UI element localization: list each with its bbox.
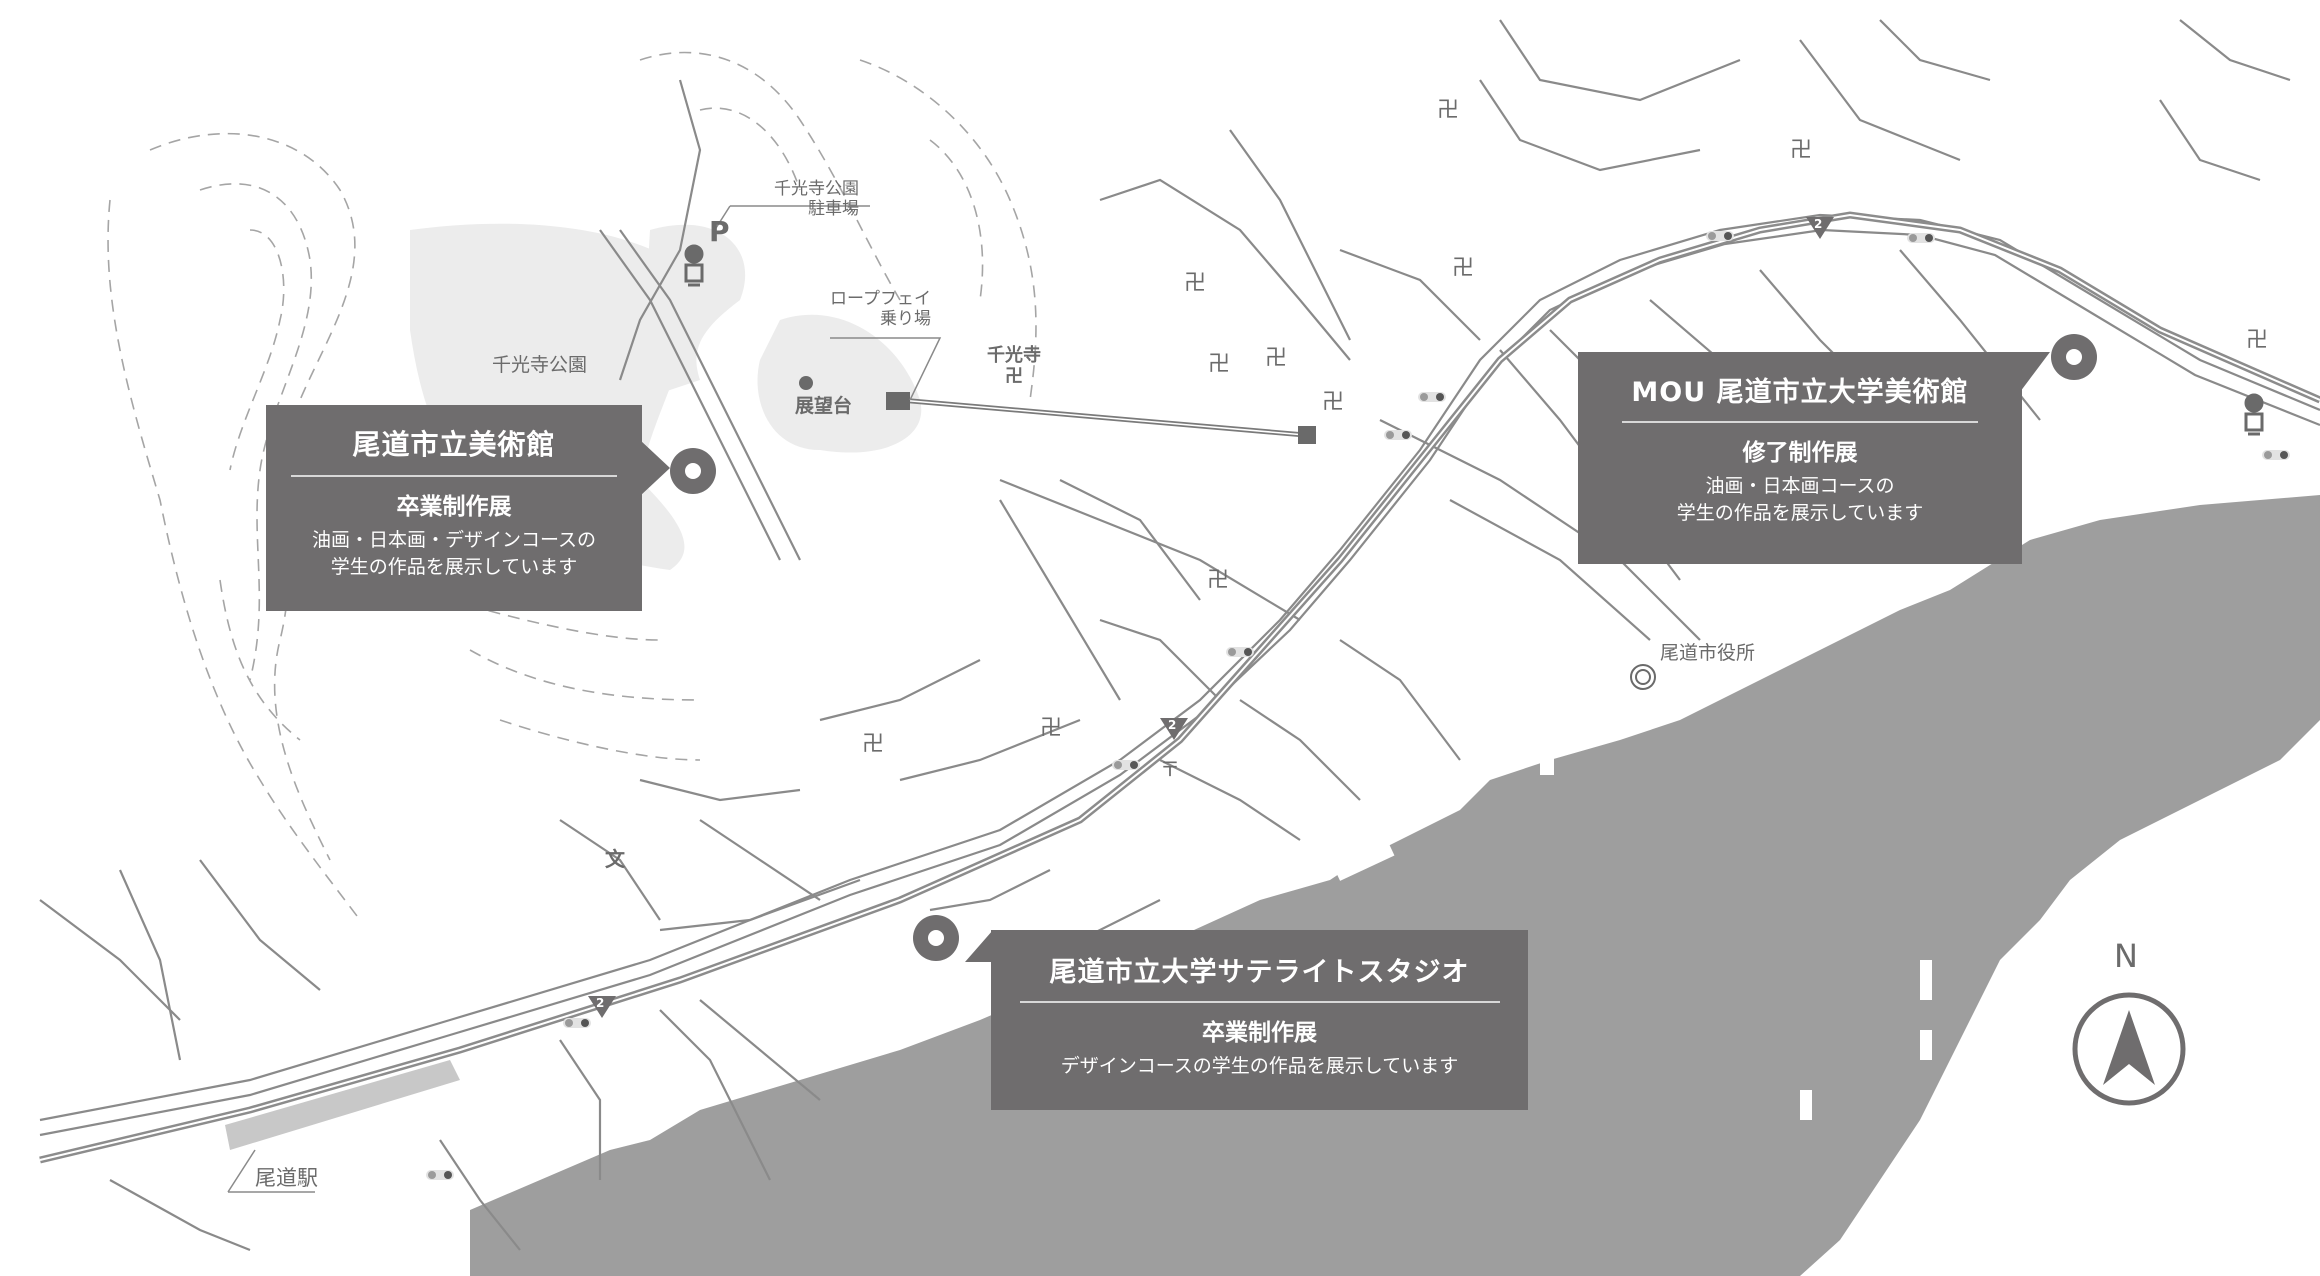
bus-stop-icon [684, 244, 704, 287]
traffic-signal-icon [1706, 231, 1734, 241]
parking-label: 千光寺公園 駐車場 [774, 179, 859, 219]
temple-icon: 卍 [1184, 271, 1207, 296]
callout-title: MOU 尾道市立大学美術館 [1631, 377, 1969, 408]
ropeway-leader [830, 337, 942, 401]
venue-marker-icon[interactable] [670, 448, 716, 494]
temple-icon: 卍 [1452, 256, 1475, 281]
temple-icon: 卍 [1437, 98, 1460, 123]
venue-marker-icon[interactable] [2051, 334, 2097, 380]
observatory-label: 展望台 [795, 395, 853, 417]
callout-description: デザインコースの学生の作品を展示しています [1060, 1055, 1459, 1077]
traffic-signal-icon [2262, 450, 2290, 460]
sea-area [470, 495, 2320, 1276]
station-label: 尾道駅 [255, 1166, 318, 1190]
temple-icon: 卍 [862, 732, 885, 757]
post-office-icon: 〒 [1160, 757, 1180, 781]
temple-icon: 卍 [1040, 716, 1063, 741]
bus-stop-icon [2244, 393, 2264, 436]
callout-onomichi-city-museum[interactable]: 尾道市立美術館 卒業制作展 油画・日本画・デザインコースの 学生の作品を展示して… [266, 405, 642, 611]
ropeway-label: ロープフェイ 乗り場 [830, 289, 931, 329]
temple-icon: 卍 [1207, 568, 1230, 593]
parking-icon: P [709, 215, 730, 248]
callout-satellite-studio[interactable]: 尾道市立大学サテライトスタジオ 卒業制作展 デザインコースの学生の作品を展示して… [991, 930, 1528, 1110]
route-2-shield-icon: 2 [1160, 718, 1188, 740]
city-hall-icon [1630, 664, 1656, 690]
temple-icon: 卍 [1790, 138, 1813, 163]
senkoji-temple-label: 千光寺 卍 [987, 345, 1041, 387]
callout-pointer [2020, 352, 2050, 392]
school-icon: 文 [605, 847, 625, 871]
traffic-signal-icon [1384, 430, 1412, 440]
traffic-signal-icon [1418, 392, 1446, 402]
senkoji-park-label: 千光寺公園 [492, 354, 588, 376]
ropeway-station-icon [886, 392, 910, 410]
traffic-signal-icon [1226, 647, 1254, 657]
callout-pointer [640, 440, 670, 496]
park-area [757, 314, 922, 453]
callout-pointer [965, 930, 993, 962]
callout-subtitle: 卒業制作展 [396, 494, 512, 520]
park-area [640, 224, 746, 400]
callout-description: 油画・日本画・デザインコースの 学生の作品を展示しています [311, 529, 597, 578]
callout-divider [1622, 421, 1978, 423]
callout-description: 油画・日本画コースの 学生の作品を展示しています [1676, 475, 1924, 524]
temple-icon: 卍 [1265, 346, 1288, 371]
callout-title: 尾道市立美術館 [352, 428, 556, 461]
compass-north-label: N [2114, 937, 2138, 975]
observatory-icon [799, 376, 813, 390]
callout-subtitle: 修了制作展 [1742, 440, 1858, 466]
callout-divider [291, 475, 617, 477]
callout-subtitle: 卒業制作展 [1202, 1020, 1317, 1046]
callout-title: 尾道市立大学サテライトスタジオ [1049, 957, 1470, 988]
traffic-signal-icon [1907, 233, 1935, 243]
compass-icon [2072, 992, 2186, 1106]
traffic-signal-icon [1112, 760, 1140, 770]
station-platform [225, 1060, 460, 1150]
venue-marker-icon[interactable] [913, 915, 959, 961]
ropeway-station-icon [1298, 426, 1316, 444]
route-2-shield-icon: 2 [588, 996, 616, 1018]
temple-icon: 卍 [2246, 328, 2269, 353]
traffic-signal-icon [426, 1170, 454, 1180]
temple-icon: 卍 [1208, 352, 1231, 377]
route-2-shield-icon: 2 [1806, 217, 1834, 239]
temple-icon: 卍 [1322, 390, 1345, 415]
callout-divider [1019, 1001, 1500, 1003]
city-hall-label: 尾道市役所 [1660, 642, 1756, 664]
traffic-signal-icon [563, 1018, 591, 1028]
callout-mou-university-museum[interactable]: MOU 尾道市立大学美術館 修了制作展 油画・日本画コースの 学生の作品を展示し… [1578, 352, 2022, 564]
